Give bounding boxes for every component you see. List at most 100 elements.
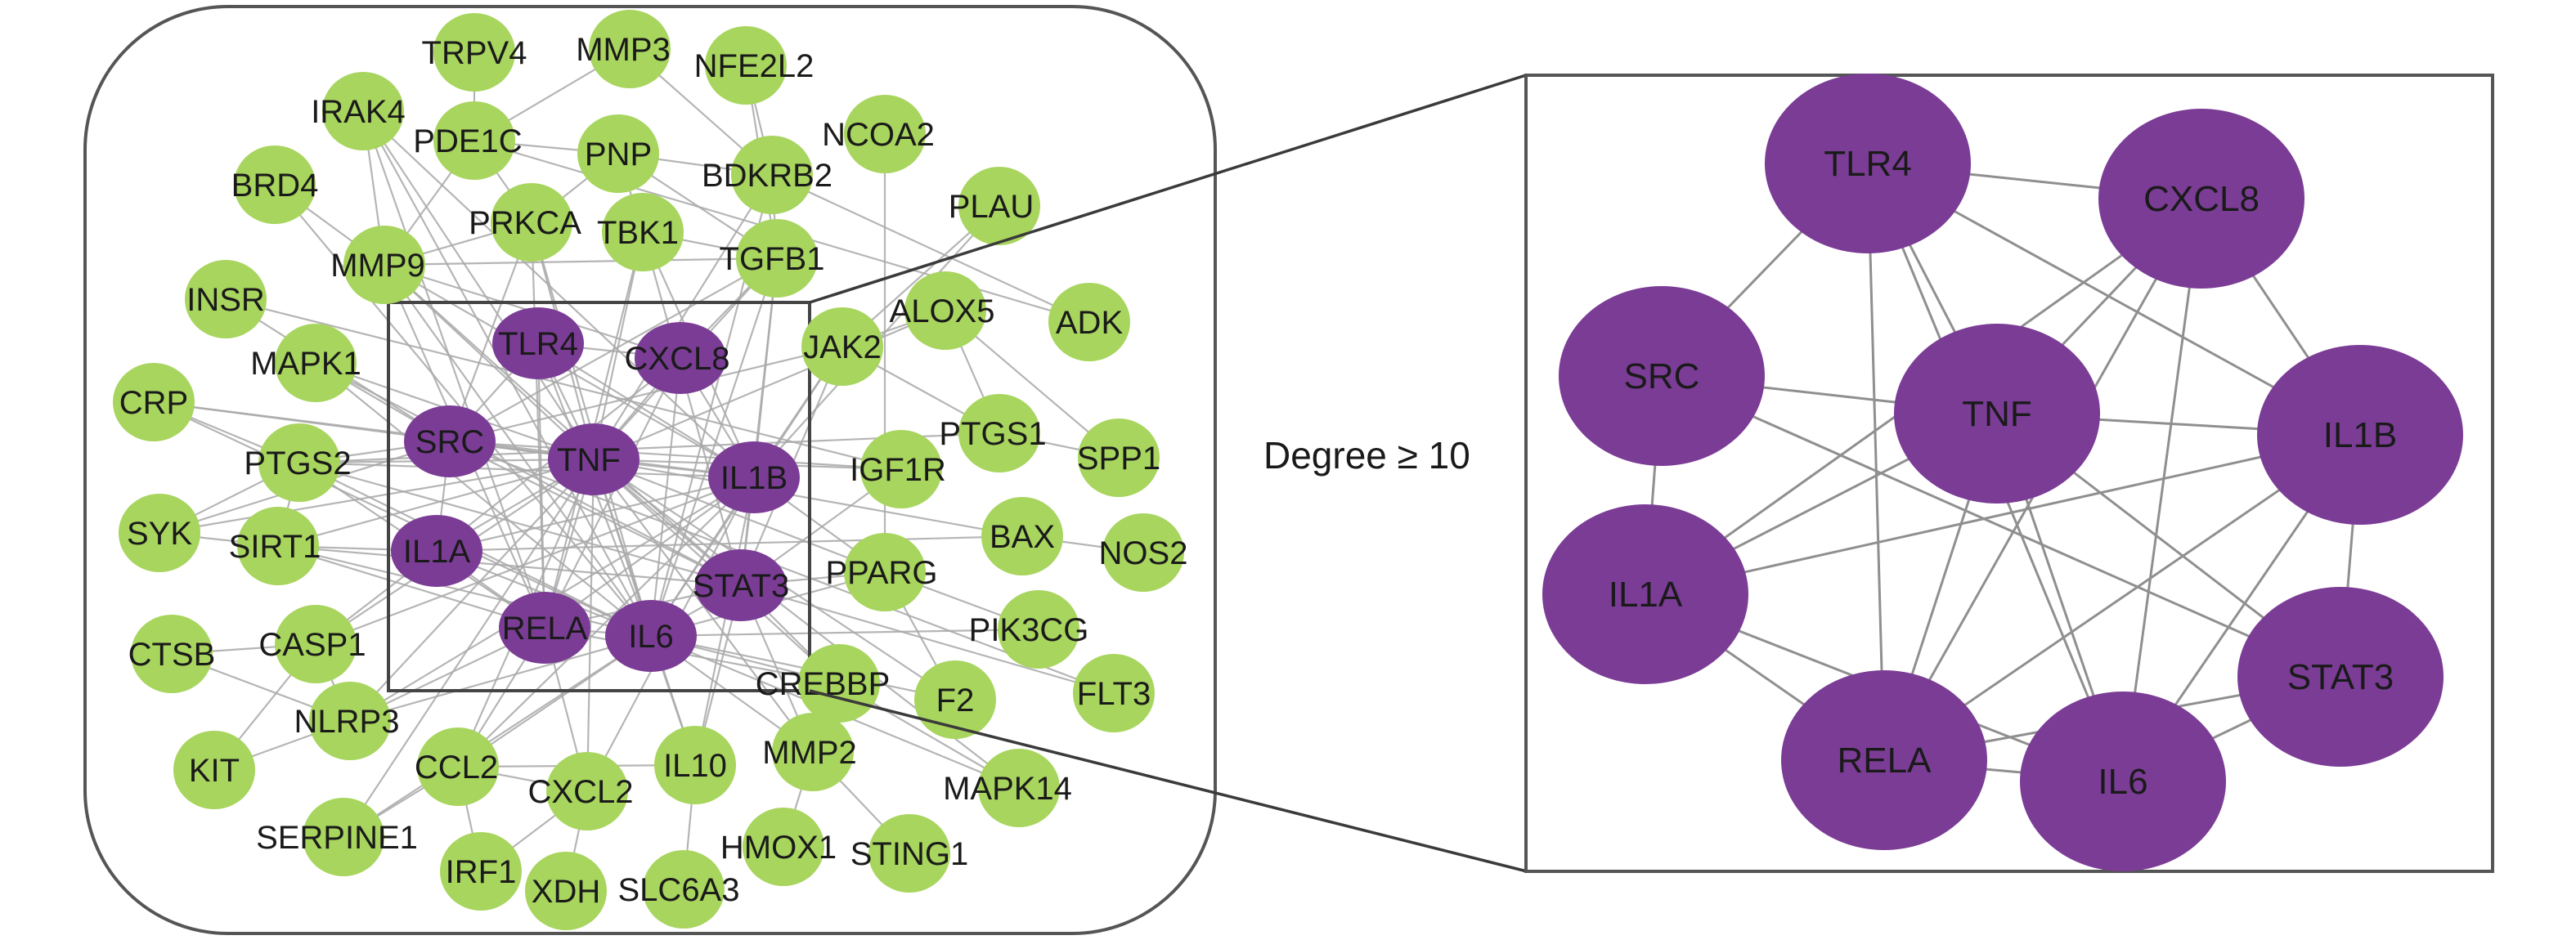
node-tlr4[interactable]: TLR4	[492, 307, 584, 379]
node-src[interactable]: SRC	[404, 405, 496, 477]
node-insr[interactable]: INSR	[185, 260, 267, 338]
node-pnp[interactable]: PNP	[577, 114, 659, 193]
edge-syk-tnf	[159, 458, 595, 535]
hub-node-il1b-shape	[2257, 345, 2463, 525]
gene-node-slc6a3-shape	[643, 850, 725, 929]
node-stat3[interactable]: STAT3	[693, 549, 790, 621]
node-alox5[interactable]: ALOX5	[890, 271, 995, 350]
node-mmp3[interactable]: MMP3	[576, 10, 671, 88]
gene-node-insr-shape	[185, 260, 267, 338]
node-bdkrb2[interactable]: BDKRB2	[702, 136, 832, 214]
node-jak2[interactable]: JAK2	[801, 307, 883, 386]
node-label-slc6a3: SLC6A3	[618, 872, 740, 908]
node-tbk1[interactable]: TBK1	[597, 193, 684, 271]
gene-node-mmp3-shape	[589, 10, 671, 88]
node-cxcl8[interactable]: CXCL8	[625, 322, 730, 394]
node-nlrp3[interactable]: NLRP3	[294, 682, 400, 760]
hub-node-src-shape	[1559, 286, 1765, 466]
node-crp[interactable]: CRP	[113, 363, 195, 441]
node-label-bax: BAX	[990, 519, 1055, 555]
node-slc6a3[interactable]: SLC6A3	[618, 850, 740, 929]
node-label-bdkrb2: BDKRB2	[702, 158, 832, 194]
node-irf1[interactable]: IRF1	[440, 832, 522, 911]
hub-node-rela[interactable]: RELA	[1781, 670, 1987, 850]
node-serpine1[interactable]: SERPINE1	[256, 798, 418, 876]
node-label-nos2: NOS2	[1099, 535, 1188, 571]
node-tgfb1[interactable]: TGFB1	[720, 219, 825, 298]
hub-node-il1a-shape	[1542, 504, 1748, 684]
node-ncoa2[interactable]: NCOA2	[822, 95, 935, 173]
node-il1a[interactable]: IL1A	[391, 515, 482, 587]
node-label-mmp2: MMP2	[762, 735, 857, 771]
node-crebbp[interactable]: CREBBP	[756, 644, 891, 723]
node-ptgs1[interactable]: PTGS1	[939, 394, 1047, 472]
hub-node-tlr4[interactable]: TLR4	[1765, 74, 1971, 253]
node-ptgs2[interactable]: PTGS2	[244, 423, 352, 502]
edge-ccl2-il1b	[457, 477, 755, 768]
hub-node-cxcl8[interactable]: CXCL8	[2098, 109, 2304, 289]
node-label-igf1r: IGF1R	[850, 452, 946, 488]
node-label-mapk1: MAPK1	[250, 346, 361, 382]
edge-il1b-il1a	[436, 476, 755, 553]
node-hmox1[interactable]: HMOX1	[720, 808, 837, 886]
node-il6[interactable]: IL6	[605, 600, 697, 672]
node-tnf[interactable]: TNF	[548, 423, 640, 495]
node-label-ncoa2: NCOA2	[822, 117, 935, 153]
node-igf1r[interactable]: IGF1R	[850, 430, 946, 508]
node-label-pparg: PPARG	[825, 555, 937, 591]
node-f2[interactable]: F2	[914, 660, 996, 739]
node-trpv4[interactable]: TRPV4	[422, 13, 527, 92]
node-rela[interactable]: RELA	[499, 592, 590, 664]
edge-il10-il1b	[693, 477, 756, 766]
node-ccl2[interactable]: CCL2	[415, 727, 499, 806]
hub-node-rela-shape	[1781, 670, 1987, 850]
node-il10[interactable]: IL10	[654, 726, 736, 804]
hub-node-il6[interactable]: IL6	[2020, 692, 2226, 871]
node-adk[interactable]: ADK	[1048, 283, 1130, 361]
node-syk[interactable]: SYK	[119, 494, 200, 572]
hub-node-cxcl8-shape	[635, 322, 726, 394]
node-kit[interactable]: KIT	[173, 731, 255, 809]
node-prkca[interactable]: PRKCA	[469, 183, 581, 262]
gene-node-nos2-shape	[1102, 513, 1184, 592]
node-label-spp1: SPP1	[1077, 441, 1160, 477]
edge-nlrp3-tnf	[349, 459, 595, 722]
gene-node-jak2-shape	[801, 307, 883, 386]
node-mapk1[interactable]: MAPK1	[250, 324, 361, 402]
node-mapk14[interactable]: MAPK14	[943, 749, 1072, 827]
node-pde1c[interactable]: PDE1C	[413, 101, 523, 180]
node-flt3[interactable]: FLT3	[1073, 654, 1155, 732]
node-spp1[interactable]: SPP1	[1077, 419, 1160, 497]
node-ctsb[interactable]: CTSB	[128, 615, 216, 693]
gene-node-nfe2l2-shape	[705, 26, 787, 105]
hub-node-il1a[interactable]: IL1A	[1542, 504, 1748, 684]
node-sirt1[interactable]: SIRT1	[229, 507, 321, 585]
hub-node-tnf[interactable]: TNF	[1894, 324, 2100, 504]
hub-node-src[interactable]: SRC	[1559, 286, 1765, 466]
node-pparg[interactable]: PPARG	[825, 533, 938, 611]
node-il1b[interactable]: IL1B	[708, 441, 800, 513]
node-mmp9[interactable]: MMP9	[330, 226, 425, 304]
hub-node-il1b[interactable]: IL1B	[2257, 345, 2463, 525]
node-mmp2[interactable]: MMP2	[762, 713, 857, 791]
gene-node-sirt1-shape	[237, 507, 319, 585]
node-label-pde1c: PDE1C	[413, 123, 522, 159]
gene-node-prkca-shape	[491, 183, 572, 262]
hub-node-tlr4-shape	[1765, 74, 1971, 253]
node-nfe2l2[interactable]: NFE2L2	[694, 26, 815, 105]
node-sting1[interactable]: STING1	[850, 814, 968, 893]
node-label-ccl2: CCL2	[415, 750, 498, 786]
node-xdh[interactable]: XDH	[525, 852, 607, 930]
node-casp1[interactable]: CASP1	[258, 605, 366, 683]
hub-node-label-stat3: STAT3	[2287, 657, 2394, 697]
edge-bdkrb2-tnf	[593, 174, 773, 460]
node-brd4[interactable]: BRD4	[231, 145, 319, 224]
node-irak4[interactable]: IRAK4	[311, 72, 406, 150]
gene-node-tbk1-shape	[602, 193, 684, 271]
node-plau[interactable]: PLAU	[949, 167, 1040, 245]
node-cxcl2[interactable]: CXCL2	[528, 752, 634, 830]
node-pik3cg[interactable]: PIK3CG	[969, 590, 1089, 669]
hub-node-stat3[interactable]: STAT3	[2237, 587, 2444, 767]
node-bax[interactable]: BAX	[981, 497, 1063, 575]
node-nos2[interactable]: NOS2	[1099, 513, 1188, 592]
